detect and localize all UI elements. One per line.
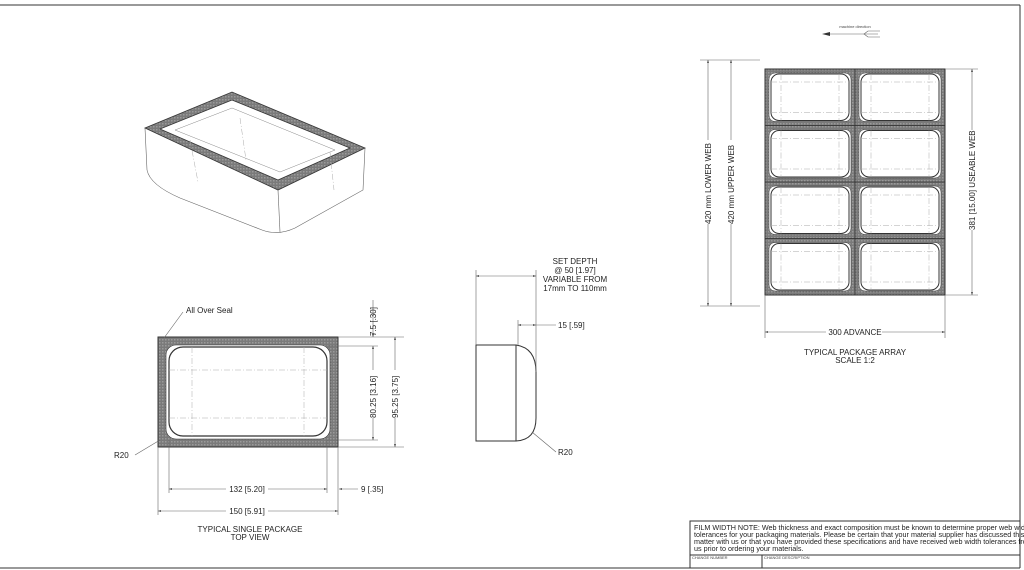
note-line-4: us prior to ordering your materials.	[694, 544, 803, 553]
dim-radius-depth: 15 [.59]	[558, 321, 585, 330]
film-width-note-block: FILM WIDTH NOTE: Web thickness and exact…	[689, 520, 1024, 568]
array-cell-centerlines	[771, 74, 849, 121]
array-cell-inner	[770, 130, 850, 178]
dim-inner-width: 132 [5.20]	[229, 485, 265, 494]
array-scale: SCALE 1:2	[835, 356, 875, 365]
change-description-header: CHANGE DESCRIPTION	[764, 555, 810, 560]
array-cell	[854, 238, 946, 296]
array-cell-centerlines	[771, 187, 849, 234]
all-over-seal-label: All Over Seal	[186, 306, 233, 315]
array-cell-inner	[770, 243, 850, 291]
array-cell-centerlines	[861, 243, 939, 290]
note-line-1: FILM WIDTH NOTE: Web thickness and exact…	[694, 523, 1024, 532]
change-number-header: CHANGE NUMBER	[692, 555, 728, 560]
note-line-2: tolerances for your packaging materials.…	[694, 530, 1024, 539]
array-cell-inner	[860, 243, 940, 291]
array-cell-inner	[770, 186, 850, 234]
array-cell-centerlines	[861, 74, 939, 121]
array-cell-inner	[860, 73, 940, 121]
array-cell-centerlines	[771, 130, 849, 177]
dim-outer-height: 95.25 [3.75]	[391, 376, 400, 418]
single-package-top-view: All Over Seal R20 7.5 [.30] 80.25 [3.16]…	[114, 300, 404, 542]
note-line-3: matter with us or that you have provided…	[694, 537, 1024, 546]
single-package-title: TYPICAL SINGLE PACKAGE	[198, 525, 303, 534]
upper-web-dim: 420 mm UPPER WEB	[727, 145, 736, 224]
array-cell-inner	[860, 130, 940, 178]
drawing-frame	[0, 4, 1021, 569]
radius-label: R20	[114, 451, 129, 460]
array-cell-centerlines	[771, 243, 849, 290]
isometric-tray-view	[144, 91, 366, 233]
single-package-subtitle: TOP VIEW	[231, 533, 270, 542]
dim-outer-width: 150 [5.91]	[229, 507, 265, 516]
machine-direction-label: machine direction	[839, 24, 870, 29]
set-depth-value: @ 50 [1.97]	[554, 266, 596, 275]
package-array-view: machine direction 420 mm LOWER WEB 420 m…	[700, 24, 978, 365]
dim-inner-height: 80.25 [3.16]	[369, 376, 378, 418]
array-cell-inner	[860, 186, 940, 234]
array-cell-centerlines	[861, 187, 939, 234]
package-array-grid	[764, 68, 946, 296]
array-title: TYPICAL PACKAGE ARRAY	[804, 348, 907, 357]
side-view: SET DEPTH @ 50 [1.97] VARIABLE FROM 17mm…	[475, 257, 608, 457]
set-depth-range: 17mm TO 110mm	[543, 284, 607, 293]
set-depth-label: SET DEPTH	[553, 257, 598, 266]
side-radius-label: R20	[558, 448, 573, 457]
advance-dim: 300 ADVANCE	[828, 328, 881, 337]
set-depth-variable: VARIABLE FROM	[543, 275, 608, 284]
array-cell-centerlines	[861, 130, 939, 177]
dim-flange: 7.5 [.30]	[369, 307, 378, 336]
array-cell-inner	[770, 73, 850, 121]
lower-web-dim: 420 mm LOWER WEB	[704, 143, 713, 224]
machine-direction-arrow-icon	[822, 30, 880, 38]
dim-side: 9 [.35]	[361, 485, 383, 494]
useable-web-dim: 381 [15.00] USEABLE WEB	[968, 130, 977, 230]
